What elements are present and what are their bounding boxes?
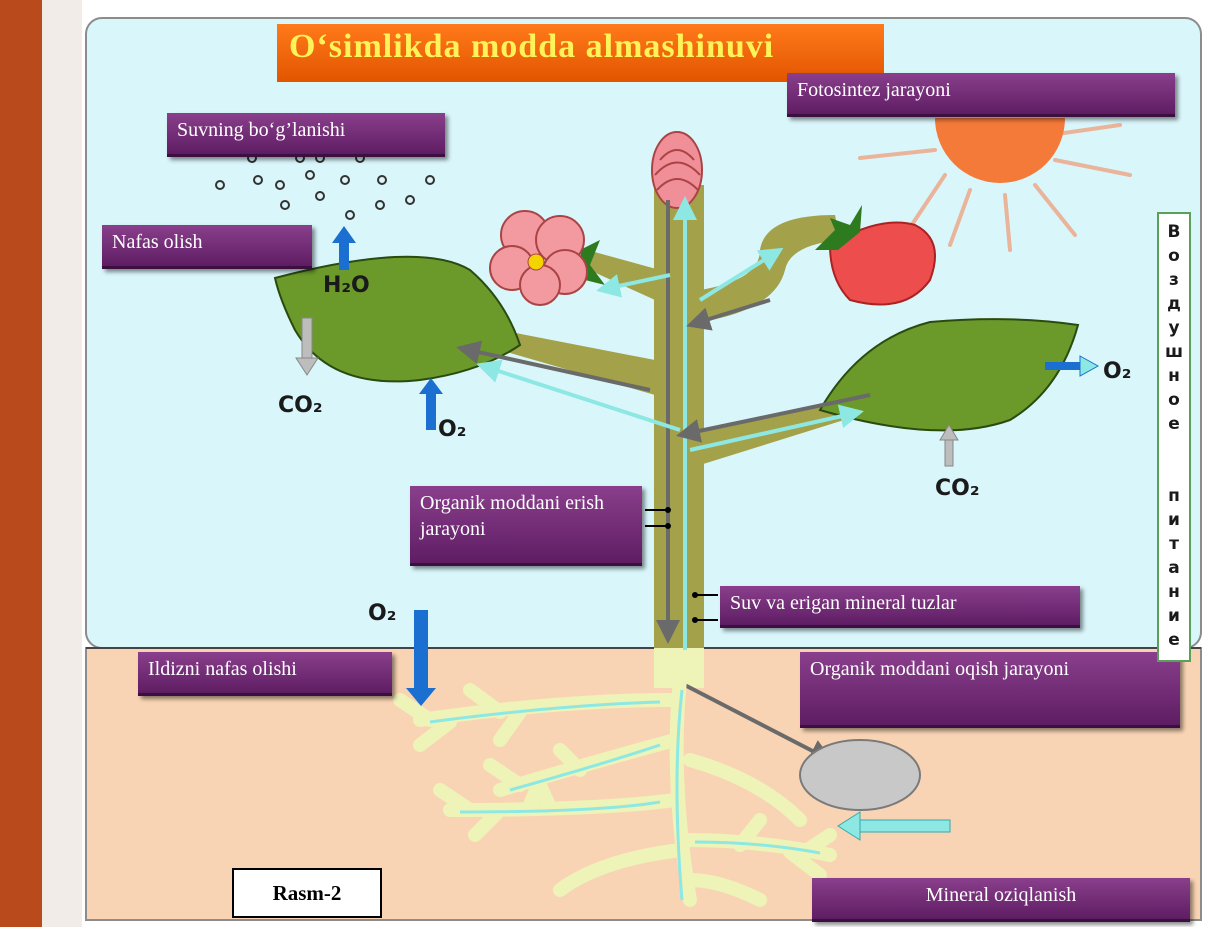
vertical-letter: у	[1159, 316, 1189, 340]
vertical-letter: и	[1159, 604, 1189, 628]
label-mineral-nutrition: Mineral oziqlanish	[812, 878, 1190, 922]
vertical-letter: ш	[1159, 340, 1189, 364]
label-organic-dissolve: Organik moddani erish jarayoni	[410, 486, 642, 566]
co2-label-left: CO₂	[278, 393, 322, 418]
slide-left-bar	[0, 0, 42, 927]
o2-label-right: O₂	[1103, 359, 1131, 384]
label-photosynthesis: Fotosintez jarayoni	[787, 73, 1175, 117]
label-root-respiration: Ildizni nafas olishi	[138, 652, 392, 696]
flower-bud	[652, 132, 702, 208]
vertical-letter	[1159, 436, 1189, 484]
vertical-letter: е	[1159, 628, 1189, 652]
co2-label-right: CO₂	[935, 476, 979, 501]
vertical-letter: о	[1159, 388, 1189, 412]
vertical-letter: о	[1159, 244, 1189, 268]
vertical-letter: п	[1159, 484, 1189, 508]
o2-label-root: O₂	[368, 601, 396, 626]
vertical-letter: е	[1159, 412, 1189, 436]
label-organic-flow: Organik moddani oqish jarayoni	[800, 652, 1180, 728]
plant-stem	[654, 185, 704, 650]
tuber	[800, 740, 920, 810]
vertical-letter: а	[1159, 556, 1189, 580]
vertical-letter: и	[1159, 508, 1189, 532]
label-water-binding: Suvning bo‘g’lanishi	[167, 113, 445, 157]
vertical-letter: д	[1159, 292, 1189, 316]
label-respiration: Nafas olish	[102, 225, 312, 269]
vertical-letter: В	[1159, 220, 1189, 244]
label-water-minerals: Suv va erigan mineral tuzlar	[720, 586, 1080, 628]
o2-label-left: O₂	[438, 417, 466, 442]
vertical-letter: н	[1159, 364, 1189, 388]
figure-caption: Rasm-2	[232, 868, 382, 918]
vertical-letter: т	[1159, 532, 1189, 556]
vertical-letter: з	[1159, 268, 1189, 292]
vertical-letter: н	[1159, 580, 1189, 604]
h2o-label: H₂O	[323, 273, 370, 298]
